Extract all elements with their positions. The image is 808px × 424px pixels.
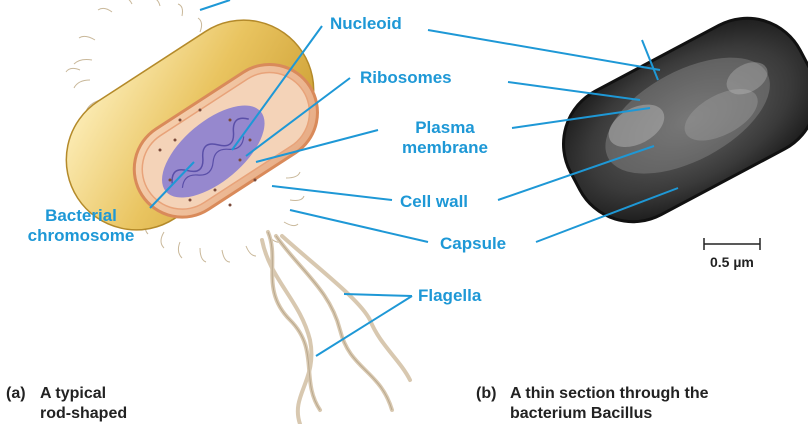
ribosome-dots — [158, 108, 257, 207]
caption-a-tag: (a) — [6, 385, 26, 402]
label-chromosome-line2: chromosome — [27, 226, 135, 245]
caption-a-line2: rod-shaped — [40, 405, 128, 422]
caption-a-line1: A typical — [40, 385, 107, 402]
caption-b-line1: A thin section through the — [510, 385, 709, 402]
label-flagella: Flagella — [418, 286, 482, 305]
caption-b: (b) A thin section through the bacterium … — [476, 384, 709, 424]
bacillus-micrograph — [561, 16, 808, 224]
label-bacterial-chromosome: Bacterial chromosome — [6, 206, 156, 246]
scale-bar — [703, 238, 761, 250]
caption-b-line2: bacterium Bacillus — [510, 405, 653, 422]
nucleoid-region — [162, 105, 265, 198]
label-cell-wall: Cell wall — [400, 192, 469, 211]
label-nucleoid: Nucleoid — [330, 14, 402, 33]
label-plasma-line1: Plasma — [415, 118, 475, 137]
label-capsule: Capsule — [440, 234, 507, 253]
label-plasma-membrane: Plasma membrane — [380, 118, 510, 158]
scale-bar-label: 0.5 µm — [710, 254, 754, 270]
caption-a: (a) A typical rod-shaped — [6, 384, 127, 424]
label-ribosomes: Ribosomes — [360, 68, 452, 87]
leader-lines — [149, 0, 679, 357]
label-plasma-line2: membrane — [402, 138, 488, 157]
label-chromosome-line1: Bacterial — [45, 206, 117, 225]
flagella-strands — [260, 230, 412, 424]
caption-b-tag: (b) — [476, 385, 497, 402]
